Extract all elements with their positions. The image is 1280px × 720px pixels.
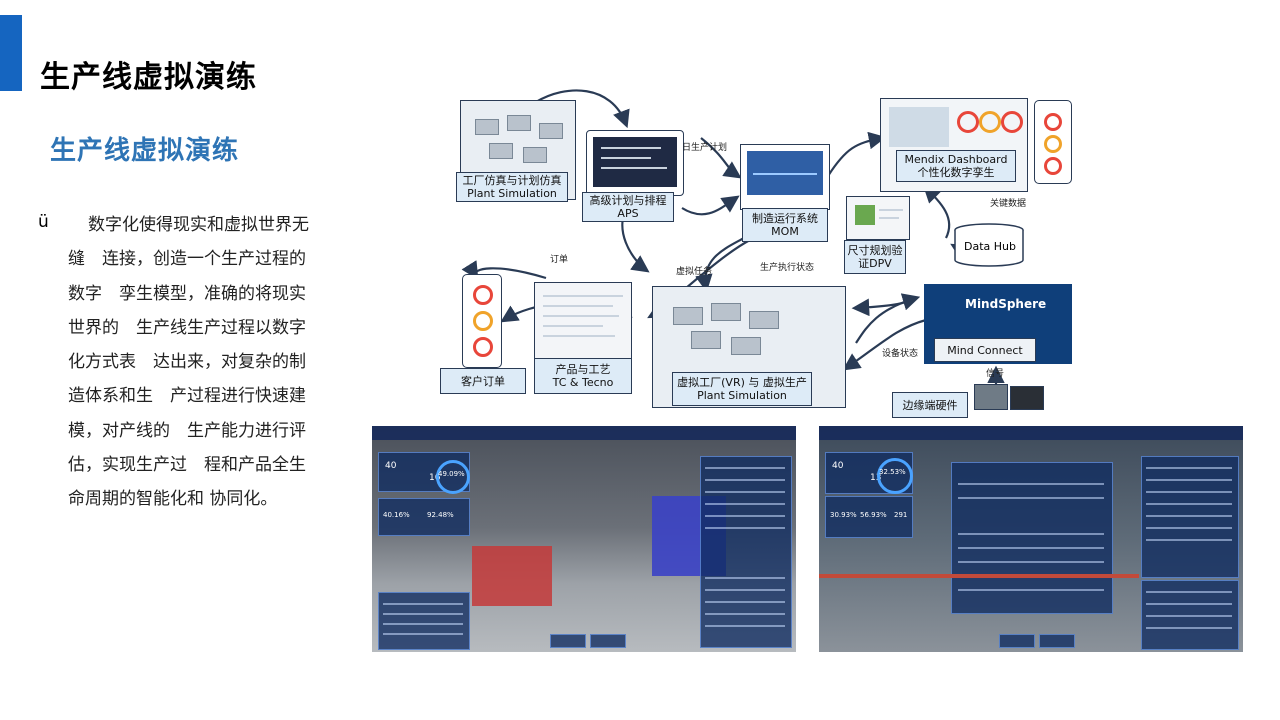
product-process-label: 产品与工艺 TC & Tecno (534, 358, 632, 394)
edge-panel-icon (1010, 386, 1044, 410)
kpi-value: 56.93% (860, 511, 887, 519)
dpv-label: 尺寸规划验 证DPV (844, 240, 906, 274)
mobile-dashboard-icon (1034, 100, 1072, 184)
device-status-label: 设备状态 (882, 349, 919, 359)
body-line: 估，实现生产过 程和产品全生 (68, 455, 306, 476)
kpi-value: 30.93% (830, 511, 857, 519)
data-hub-cylinder-icon (954, 223, 1024, 267)
prod-status-label: 生产执行状态 (760, 263, 815, 273)
edge-device-icon (974, 384, 1008, 410)
virtual-task-label: 虚拟任务 (676, 267, 713, 277)
kpi-value: 92.48% (427, 511, 454, 519)
vr-factory-label: 虚拟工厂(VR) 与 虚拟生产 Plant Simulation (672, 372, 812, 406)
laptop-icon (586, 130, 684, 196)
phone-app-icon (462, 274, 502, 368)
kpi-value: 40 (385, 461, 397, 471)
kpi-value: 291 (894, 511, 908, 519)
mendix-label: Mendix Dashboard 个性化数字孪生 (896, 150, 1016, 182)
slide-title: 生产线虚拟演练 (40, 60, 257, 95)
pause-button[interactable] (590, 634, 626, 648)
section-subtitle: 生产线虚拟演练 (50, 136, 240, 166)
body-line: 化方式表 达出来，对复杂的制 (68, 352, 306, 373)
aps-label: 高级计划与排程 APS (582, 192, 674, 222)
body-line: 命周期的智能化和 协同化。 (68, 489, 278, 510)
tc-tecno-image (534, 282, 632, 368)
mom-label: 制造运行系统 MOM (742, 208, 828, 242)
body-line: 数字化使得现实和虚拟世界无 (88, 215, 309, 235)
architecture-diagram: 工厂仿真与计划仿真 Plant Simulation 高级计划与排程 APS 制… (436, 88, 1086, 418)
body-line: 缝 连接，创造一个生产过程的 (68, 249, 306, 270)
body-line: 数字 孪生模型，准确的将现实 (68, 283, 306, 304)
dpv-image (846, 196, 910, 240)
kpi-value: 49.09% (438, 470, 465, 478)
data-hub-label: Data Hub (964, 240, 1016, 253)
body-line: 世界的 生产线生产过程以数字 (68, 317, 306, 338)
body-line: 模，对产线的 生产能力进行评 (68, 420, 306, 441)
virtual-production-screenshot-2: 40 13 32.53% 30.93% 56.93% 291 (819, 426, 1243, 652)
mind-connect-label: Mind Connect (934, 338, 1036, 362)
body-paragraph: 数字化使得现实和虚拟世界无 缝 连接，创造一个生产过程的 数字 孪生模型，准确的… (68, 208, 334, 517)
kpi-value: 16 (429, 473, 441, 483)
kpi-value: 40.16% (383, 511, 410, 519)
order-label: 订单 (550, 255, 569, 265)
factory-sim-label: 工厂仿真与计划仿真 Plant Simulation (456, 172, 568, 202)
body-line: 造体系和生 产过程进行快速建 (68, 386, 306, 407)
pause-button[interactable] (1039, 634, 1075, 648)
title-accent-bar (0, 15, 22, 91)
mom-monitor-icon (740, 144, 830, 210)
kpi-value: 32.53% (879, 468, 906, 476)
kpi-value: 40 (832, 461, 844, 471)
virtual-production-screenshot-1: 40 16 49.09% 40.16% 92.48% (372, 426, 796, 652)
signal-label: 信号 (986, 369, 1005, 379)
key-data-label: 关键数据 (990, 199, 1027, 209)
edge-hardware-label: 边缘端硬件 (892, 392, 968, 418)
playback-button[interactable] (550, 634, 586, 648)
playback-button[interactable] (999, 634, 1035, 648)
mindsphere-label: MindSphere (965, 297, 1047, 311)
customer-order-label: 客户订单 (440, 368, 526, 394)
kpi-value: 13 (870, 473, 882, 483)
daily-plan-label: 日生产计划 (682, 143, 728, 153)
bullet-marker: ü (38, 212, 49, 232)
